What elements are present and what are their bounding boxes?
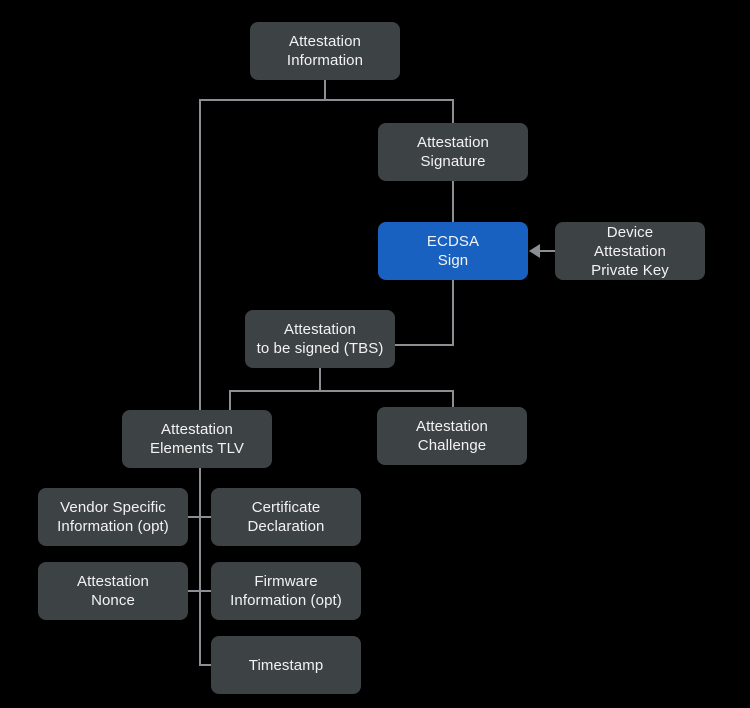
node-attestation-nonce[interactable]: Attestation Nonce [38, 562, 188, 620]
node-label-attestation-challenge: Attestation Challenge [416, 418, 488, 454]
connector-tlv-stub-timestamp [199, 664, 212, 666]
node-label-vendor-specific-information: Vendor Specific Information (opt) [57, 499, 169, 535]
node-label-timestamp: Timestamp [248, 656, 324, 674]
connector-sig-to-ecdsa [452, 181, 454, 223]
node-attestation-signature[interactable]: Attestation Signature [378, 123, 528, 181]
node-label-attestation-tbs: Attestation to be signed (TBS) [256, 321, 384, 357]
connector-info-down-stem [324, 80, 326, 99]
connector-tlv-down-spine [199, 466, 201, 665]
connector-tbs-branch-bar [229, 390, 454, 392]
node-attestation-tbs[interactable]: Attestation to be signed (TBS) [245, 310, 395, 368]
node-attestation-elements-tlv[interactable]: Attestation Elements TLV [122, 410, 272, 468]
node-firmware-information[interactable]: Firmware Information (opt) [211, 562, 361, 620]
connector-branch-left-down [199, 99, 201, 411]
connector-branch-right-down-to-sig [452, 99, 454, 124]
connector-info-branch-bar [199, 99, 454, 101]
node-label-attestation-signature: Attestation Signature [417, 134, 489, 170]
node-label-certificate-declaration: Certificate Declaration [247, 499, 325, 535]
connector-tlv-stub-vendor [187, 516, 200, 518]
arrowhead-private-key-to-ecdsa-arrowhead [529, 244, 540, 258]
connector-tlv-stub-certdecl [199, 516, 212, 518]
connector-tbs-branch-right-down [452, 390, 454, 408]
node-ecdsa-sign[interactable]: ECDSA Sign [378, 222, 528, 280]
node-label-attestation-nonce: Attestation Nonce [77, 573, 149, 609]
node-label-attestation-elements-tlv: Attestation Elements TLV [149, 421, 245, 457]
connector-tlv-stub-nonce [187, 590, 200, 592]
node-attestation-challenge[interactable]: Attestation Challenge [377, 407, 527, 465]
node-timestamp[interactable]: Timestamp [211, 636, 361, 694]
connector-tbs-down-stem [319, 368, 321, 391]
node-label-attestation-information: Attestation Information [286, 33, 364, 69]
connector-key-to-ecdsa-h [540, 250, 556, 252]
node-device-attestation-private-key[interactable]: Device Attestation Private Key [555, 222, 705, 280]
connector-tbs-branch-left-down [229, 390, 231, 411]
connector-ecdsa-to-tbs-h [393, 344, 454, 346]
node-label-firmware-information: Firmware Information (opt) [230, 573, 342, 609]
connector-tlv-stub-firmware [199, 590, 212, 592]
node-vendor-specific-information[interactable]: Vendor Specific Information (opt) [38, 488, 188, 546]
node-label-ecdsa-sign: ECDSA Sign [426, 233, 480, 269]
node-attestation-information[interactable]: Attestation Information [250, 22, 400, 80]
connector-ecdsa-down [452, 280, 454, 346]
node-certificate-declaration[interactable]: Certificate Declaration [211, 488, 361, 546]
node-label-device-attestation-private-key: Device Attestation Private Key [591, 223, 669, 279]
